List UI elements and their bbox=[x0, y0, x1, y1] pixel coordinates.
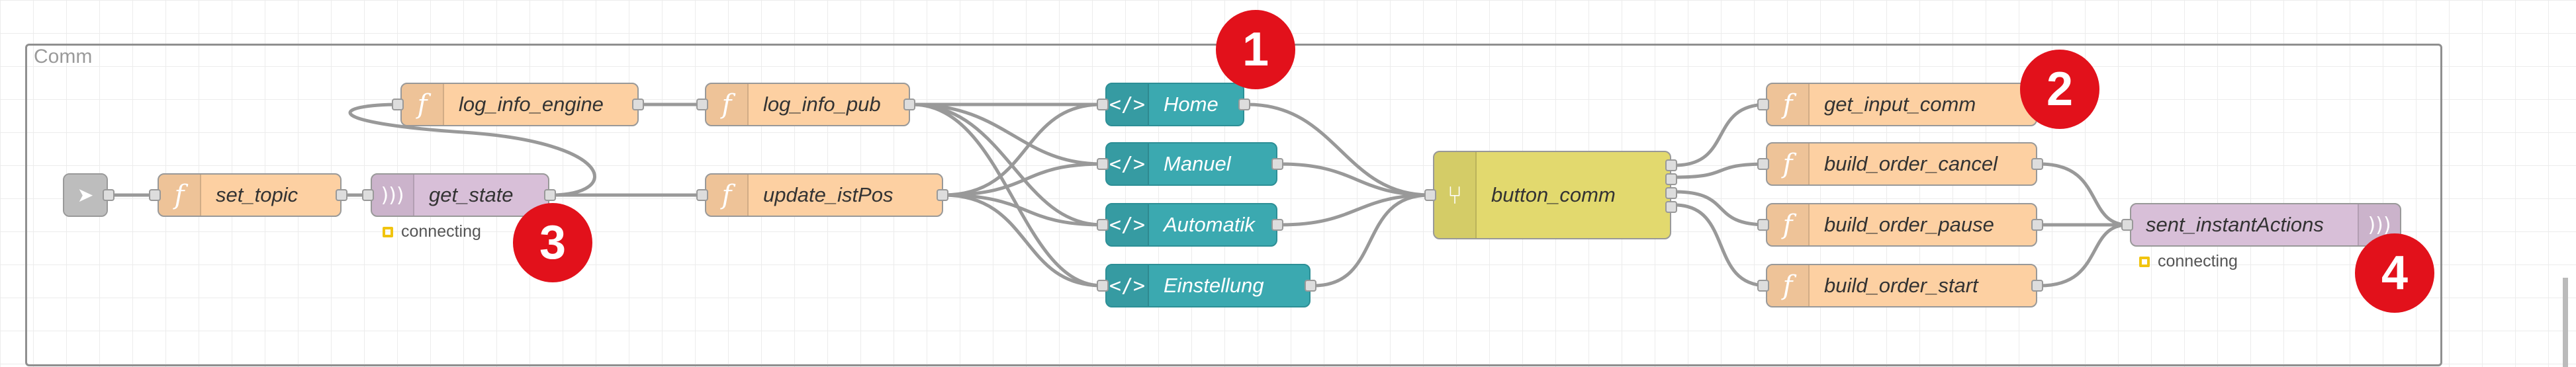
button-comm-switch-node[interactable]: ⑂ button_comm bbox=[1433, 151, 1671, 239]
function-f-icon: f bbox=[1767, 204, 1810, 245]
sent-instantactions-input-port[interactable] bbox=[2121, 219, 2133, 231]
code-template-icon: </> bbox=[1107, 84, 1149, 125]
set-topic-input-port[interactable] bbox=[149, 189, 161, 201]
group-label: Comm bbox=[34, 46, 93, 67]
annotation-badge-3: 3 bbox=[513, 203, 592, 282]
status-text: connecting bbox=[2158, 252, 2238, 270]
function-f-icon: f bbox=[1767, 143, 1810, 184]
node-label: Einstellung bbox=[1164, 274, 1264, 297]
node-label: build_order_pause bbox=[1824, 213, 1994, 236]
function-f-icon: f bbox=[159, 175, 201, 216]
get-input-comm-node[interactable]: f get_input_comm bbox=[1766, 83, 2037, 126]
button-comm-input-port[interactable] bbox=[1424, 189, 1436, 201]
button-comm-output-port-4[interactable] bbox=[1665, 201, 1677, 213]
automatik-output-port[interactable] bbox=[1271, 219, 1283, 231]
button-comm-output-port-2[interactable] bbox=[1665, 173, 1677, 185]
node-label: get_input_comm bbox=[1824, 93, 1976, 116]
node-label: build_order_start bbox=[1824, 274, 1978, 297]
automatik-template-node[interactable]: </> Automatik bbox=[1105, 203, 1277, 247]
set-topic-node[interactable]: f set_topic bbox=[158, 173, 342, 217]
node-label: log_info_pub bbox=[763, 93, 881, 116]
update-istpos-node[interactable]: f update_istPos bbox=[705, 173, 943, 217]
einstellung-output-port[interactable] bbox=[1305, 280, 1316, 292]
log-info-engine-input-port[interactable] bbox=[392, 99, 404, 110]
build-order-pause-input-port[interactable] bbox=[1757, 219, 1769, 231]
switch-branch-icon: ⑂ bbox=[1434, 152, 1477, 238]
log-info-engine-node[interactable]: f log_info_engine bbox=[400, 83, 639, 126]
get-state-input-port[interactable] bbox=[362, 189, 374, 201]
build-order-cancel-input-port[interactable] bbox=[1757, 158, 1769, 170]
inject-arrow-icon: ➤ bbox=[64, 175, 107, 216]
node-label: Home bbox=[1164, 93, 1219, 116]
automatik-input-port[interactable] bbox=[1097, 219, 1109, 231]
vertical-scrollbar[interactable] bbox=[2563, 278, 2568, 367]
build-order-cancel-node[interactable]: f build_order_cancel bbox=[1766, 142, 2037, 186]
einstellung-input-port[interactable] bbox=[1097, 280, 1109, 292]
build-order-start-output-port[interactable] bbox=[2031, 280, 2043, 292]
log-info-pub-node[interactable]: f log_info_pub bbox=[705, 83, 910, 126]
log-info-engine-output-port[interactable] bbox=[632, 99, 644, 110]
get-input-comm-input-port[interactable] bbox=[1757, 99, 1769, 110]
function-f-icon: f bbox=[706, 175, 749, 216]
annotation-badge-1: 1 bbox=[1216, 10, 1295, 89]
node-label: build_order_cancel bbox=[1824, 152, 1998, 175]
manuel-template-node[interactable]: </> Manuel bbox=[1105, 142, 1277, 186]
status-connecting-icon bbox=[2139, 256, 2150, 267]
function-f-icon: f bbox=[706, 84, 749, 125]
build-order-cancel-output-port[interactable] bbox=[2031, 158, 2043, 170]
node-label: Manuel bbox=[1164, 152, 1231, 175]
function-f-icon: f bbox=[1767, 84, 1810, 125]
log-info-pub-output-port[interactable] bbox=[903, 99, 915, 110]
update-istpos-input-port[interactable] bbox=[696, 189, 708, 201]
sent-instantactions-status: connecting bbox=[2139, 252, 2238, 271]
node-label: set_topic bbox=[216, 183, 299, 206]
code-template-icon: </> bbox=[1107, 204, 1149, 245]
home-output-port[interactable] bbox=[1238, 99, 1250, 110]
einstellung-template-node[interactable]: </> Einstellung bbox=[1105, 264, 1311, 307]
inject-output-port[interactable] bbox=[103, 189, 115, 201]
code-template-icon: </> bbox=[1107, 265, 1149, 306]
annotation-badge-2: 2 bbox=[2020, 50, 2099, 129]
button-comm-output-port-1[interactable] bbox=[1665, 159, 1677, 171]
node-label: Automatik bbox=[1164, 213, 1255, 236]
manuel-output-port[interactable] bbox=[1271, 158, 1283, 170]
function-f-icon: f bbox=[1767, 265, 1810, 306]
build-order-pause-output-port[interactable] bbox=[2031, 219, 2043, 231]
node-label: get_state bbox=[429, 183, 514, 206]
mqtt-signal-icon: ))) bbox=[372, 175, 414, 216]
node-label: update_istPos bbox=[763, 183, 894, 206]
node-label: log_info_engine bbox=[459, 93, 604, 116]
update-istpos-output-port[interactable] bbox=[937, 189, 948, 201]
set-topic-output-port[interactable] bbox=[336, 189, 347, 201]
function-f-icon: f bbox=[402, 84, 444, 125]
manuel-input-port[interactable] bbox=[1097, 158, 1109, 170]
button-comm-output-port-3[interactable] bbox=[1665, 187, 1677, 199]
build-order-start-input-port[interactable] bbox=[1757, 280, 1769, 292]
code-template-icon: </> bbox=[1107, 143, 1149, 184]
build-order-pause-node[interactable]: f build_order_pause bbox=[1766, 203, 2037, 247]
get-state-node[interactable]: ))) get_state bbox=[371, 173, 549, 217]
get-state-output-port[interactable] bbox=[544, 189, 556, 201]
node-label: button_comm bbox=[1491, 183, 1616, 206]
sent-instantactions-node[interactable]: sent_instantActions ))) bbox=[2130, 203, 2401, 247]
get-state-status: connecting bbox=[383, 222, 481, 241]
status-connecting-icon bbox=[383, 226, 393, 237]
home-input-port[interactable] bbox=[1097, 99, 1109, 110]
node-label: sent_instantActions bbox=[2146, 213, 2324, 236]
home-template-node[interactable]: </> Home bbox=[1105, 83, 1244, 126]
annotation-badge-4: 4 bbox=[2355, 233, 2434, 313]
inject-node[interactable]: ➤ bbox=[63, 173, 108, 217]
build-order-start-node[interactable]: f build_order_start bbox=[1766, 264, 2037, 307]
status-text: connecting bbox=[401, 222, 481, 241]
log-info-pub-input-port[interactable] bbox=[696, 99, 708, 110]
